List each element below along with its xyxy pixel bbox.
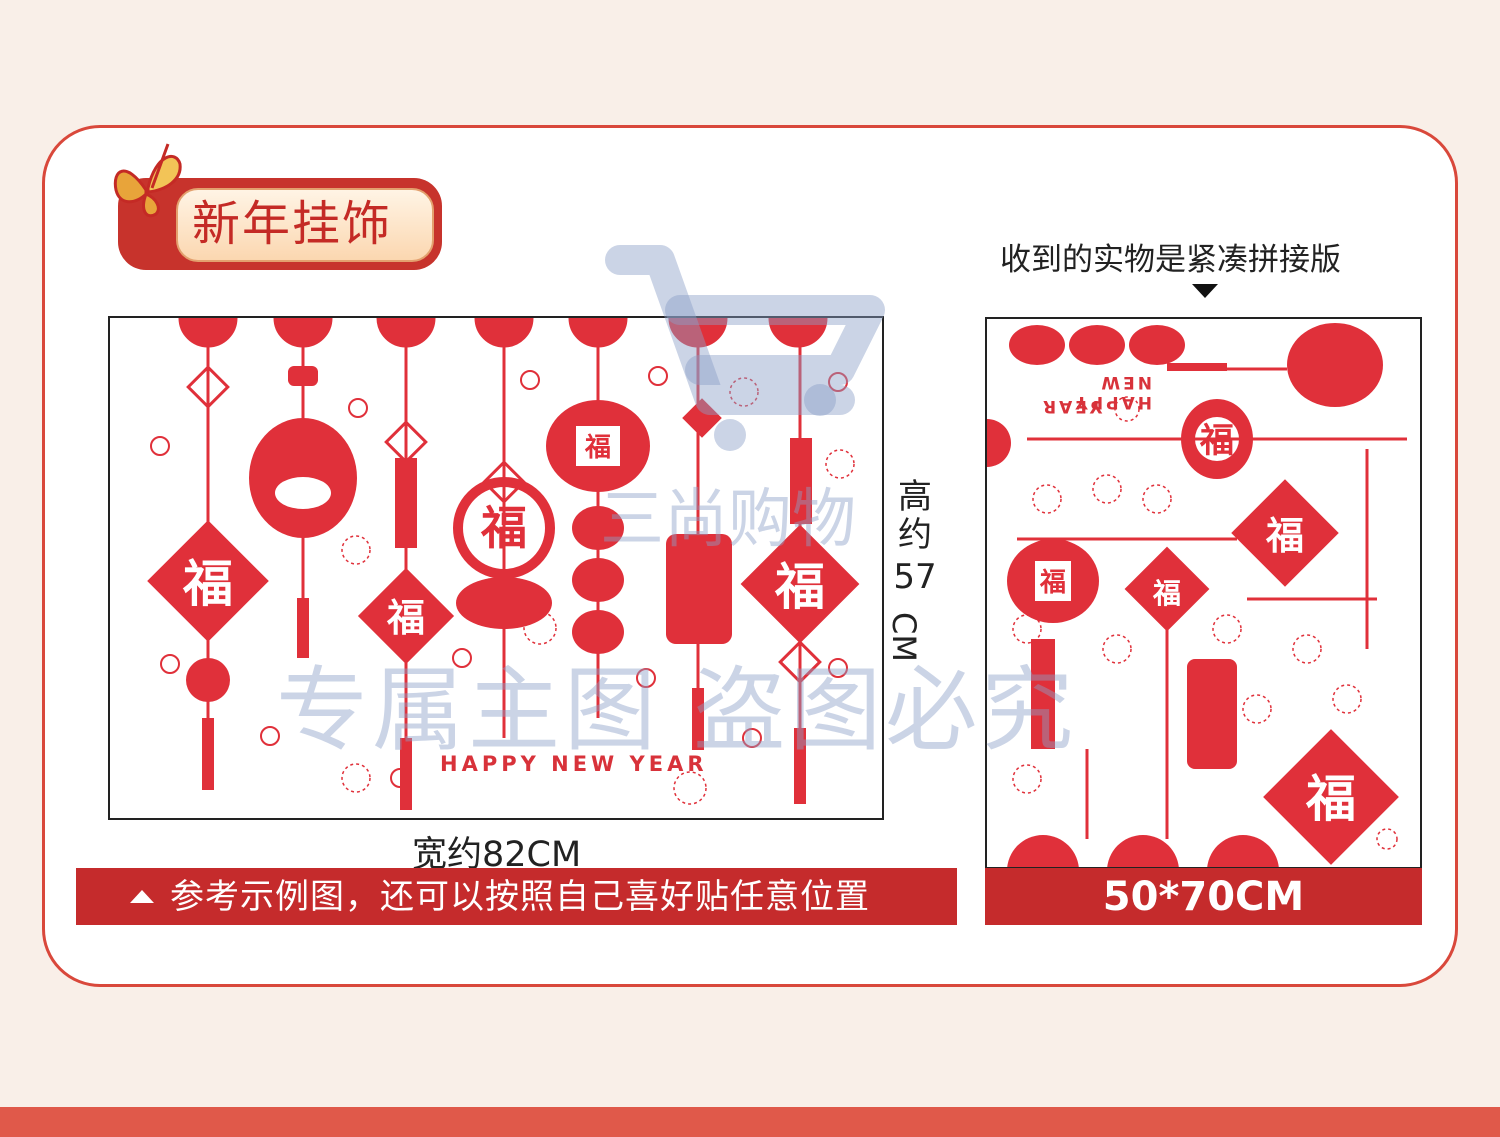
reference-note-bar — [76, 868, 957, 925]
shopping-cart-watermark-icon — [605, 245, 885, 451]
height-label: 高约 57 — [893, 478, 937, 596]
svg-text:福: 福 — [774, 557, 825, 616]
badge-title: 新年挂饰 — [192, 196, 393, 252]
sample-layout-image: 福 福 福 福 福 — [108, 316, 884, 820]
title-badge-inner — [176, 188, 434, 262]
compact-version-caption: 收到的实物是紧凑拼接版 — [1000, 242, 1341, 278]
svg-text:福: 福 — [480, 501, 527, 555]
height-label-text: 高约 — [898, 477, 932, 555]
svg-text:福: 福 — [1039, 568, 1066, 598]
svg-text:福: 福 — [386, 595, 425, 640]
happy-new-year-text: HAPPY NEW YEAR — [440, 752, 708, 776]
size-bar — [985, 868, 1422, 925]
height-unit: CM — [885, 612, 923, 662]
svg-text:福: 福 — [1199, 421, 1234, 461]
triangle-up-icon — [130, 890, 154, 903]
triangle-down-icon — [1192, 284, 1218, 298]
svg-text:福: 福 — [1265, 513, 1304, 558]
fu-character: 福 — [182, 554, 233, 613]
size-text: 50*70CM — [1102, 874, 1305, 920]
svg-text:福: 福 — [1305, 769, 1356, 828]
reference-note-text: 参考示例图，还可以按照自己喜好贴任意位置 — [170, 877, 870, 917]
svg-text:福: 福 — [584, 433, 611, 463]
compact-sheet-image: 福 福 福 福 福 — [985, 317, 1422, 869]
year-rotated-text: YEAR — [1040, 396, 1103, 416]
bottom-band — [0, 1107, 1500, 1137]
hanging-decorations-illustration: 福 福 福 福 福 — [147, 318, 860, 810]
brand-watermark: 三尚购物 — [600, 483, 856, 557]
height-value: 57 — [893, 557, 937, 597]
compact-sticker-sheet-illustration: 福 福 福 福 福 — [987, 323, 1407, 867]
butterfly-icon — [113, 143, 182, 218]
notice-watermark: 专属主图 盗图必究 — [276, 657, 1078, 764]
svg-text:福: 福 — [1152, 577, 1181, 610]
